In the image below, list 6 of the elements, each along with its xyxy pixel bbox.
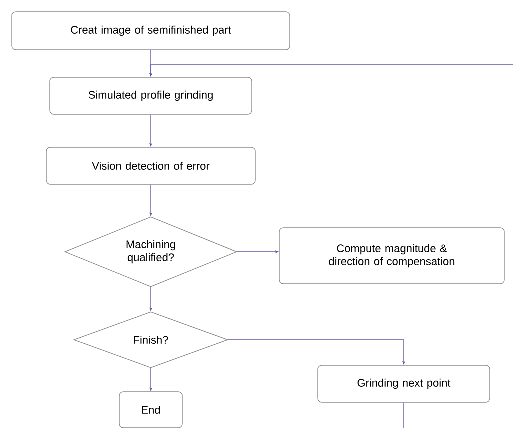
process-box: Compute magnitude & direction of compensation [279, 228, 505, 284]
process-box: Creat image of semifinished part [12, 12, 290, 50]
process-box: Simulated profile grinding [50, 77, 252, 115]
process-box: End [119, 392, 183, 428]
process-box: Vision detection of error [46, 147, 256, 185]
process-box: Grinding next point [318, 365, 490, 403]
